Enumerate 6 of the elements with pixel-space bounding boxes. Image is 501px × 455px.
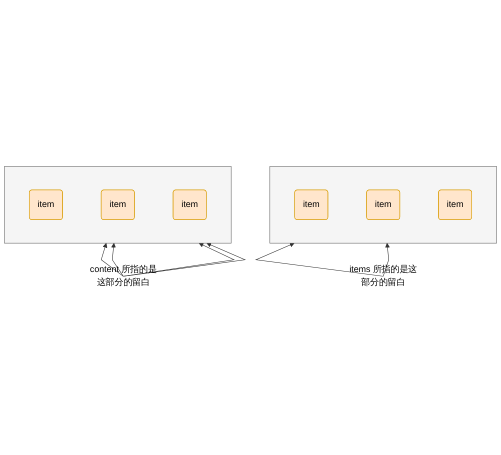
arrow xyxy=(382,242,390,276)
cluster xyxy=(270,166,497,243)
node-text: items 所指的是这部分的留白 xyxy=(349,264,418,287)
arrow xyxy=(111,242,124,276)
arrow xyxy=(255,242,384,276)
cluster xyxy=(4,166,232,243)
